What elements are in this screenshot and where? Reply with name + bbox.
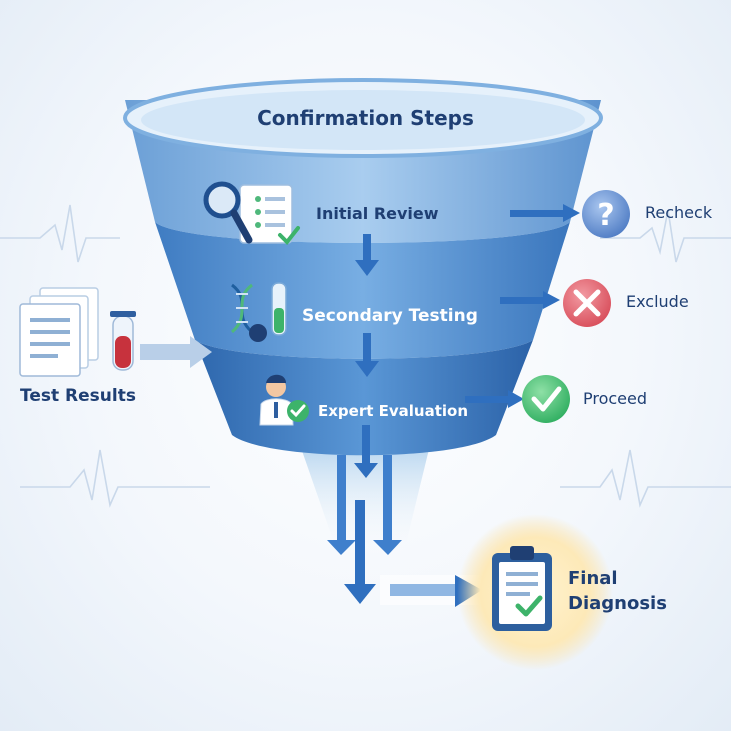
documents-test-tube-icon <box>19 287 136 377</box>
stage-label-expert-evaluation: Expert Evaluation <box>318 402 469 420</box>
doctor-check-icon <box>259 374 309 426</box>
clipboard-check-icon <box>492 546 552 631</box>
final-diagnosis-line2: Diagnosis <box>568 593 667 614</box>
x-icon <box>563 279 611 327</box>
outcome-label-exclude: Exclude <box>626 292 689 311</box>
final-diagnosis-line1: Final <box>568 568 618 589</box>
funnel-rim-inner <box>141 90 585 150</box>
question-icon: ? <box>582 190 630 238</box>
funnel-stage-3-band <box>195 340 533 456</box>
input-label-test-results: Test Results <box>20 386 136 406</box>
arrow-right-icon <box>465 204 580 408</box>
stage-label-secondary-testing: Secondary Testing <box>302 306 478 326</box>
svg-text:?: ? <box>597 198 614 233</box>
arrow-down-icon <box>354 234 379 478</box>
outcome-label-proceed: Proceed <box>583 389 648 408</box>
final-diagnosis-label: Final Diagnosis <box>568 566 667 616</box>
heartbeat-line-icon <box>0 204 731 508</box>
checkmark-icon <box>522 375 570 423</box>
dna-flask-icon <box>230 282 287 342</box>
funnel-title: Confirmation Steps <box>257 106 474 130</box>
stage-label-initial-review: Initial Review <box>316 204 439 223</box>
outcome-label-recheck: Recheck <box>645 203 713 222</box>
magnifier-checklist-icon <box>203 181 300 246</box>
input-arrow <box>140 336 212 368</box>
